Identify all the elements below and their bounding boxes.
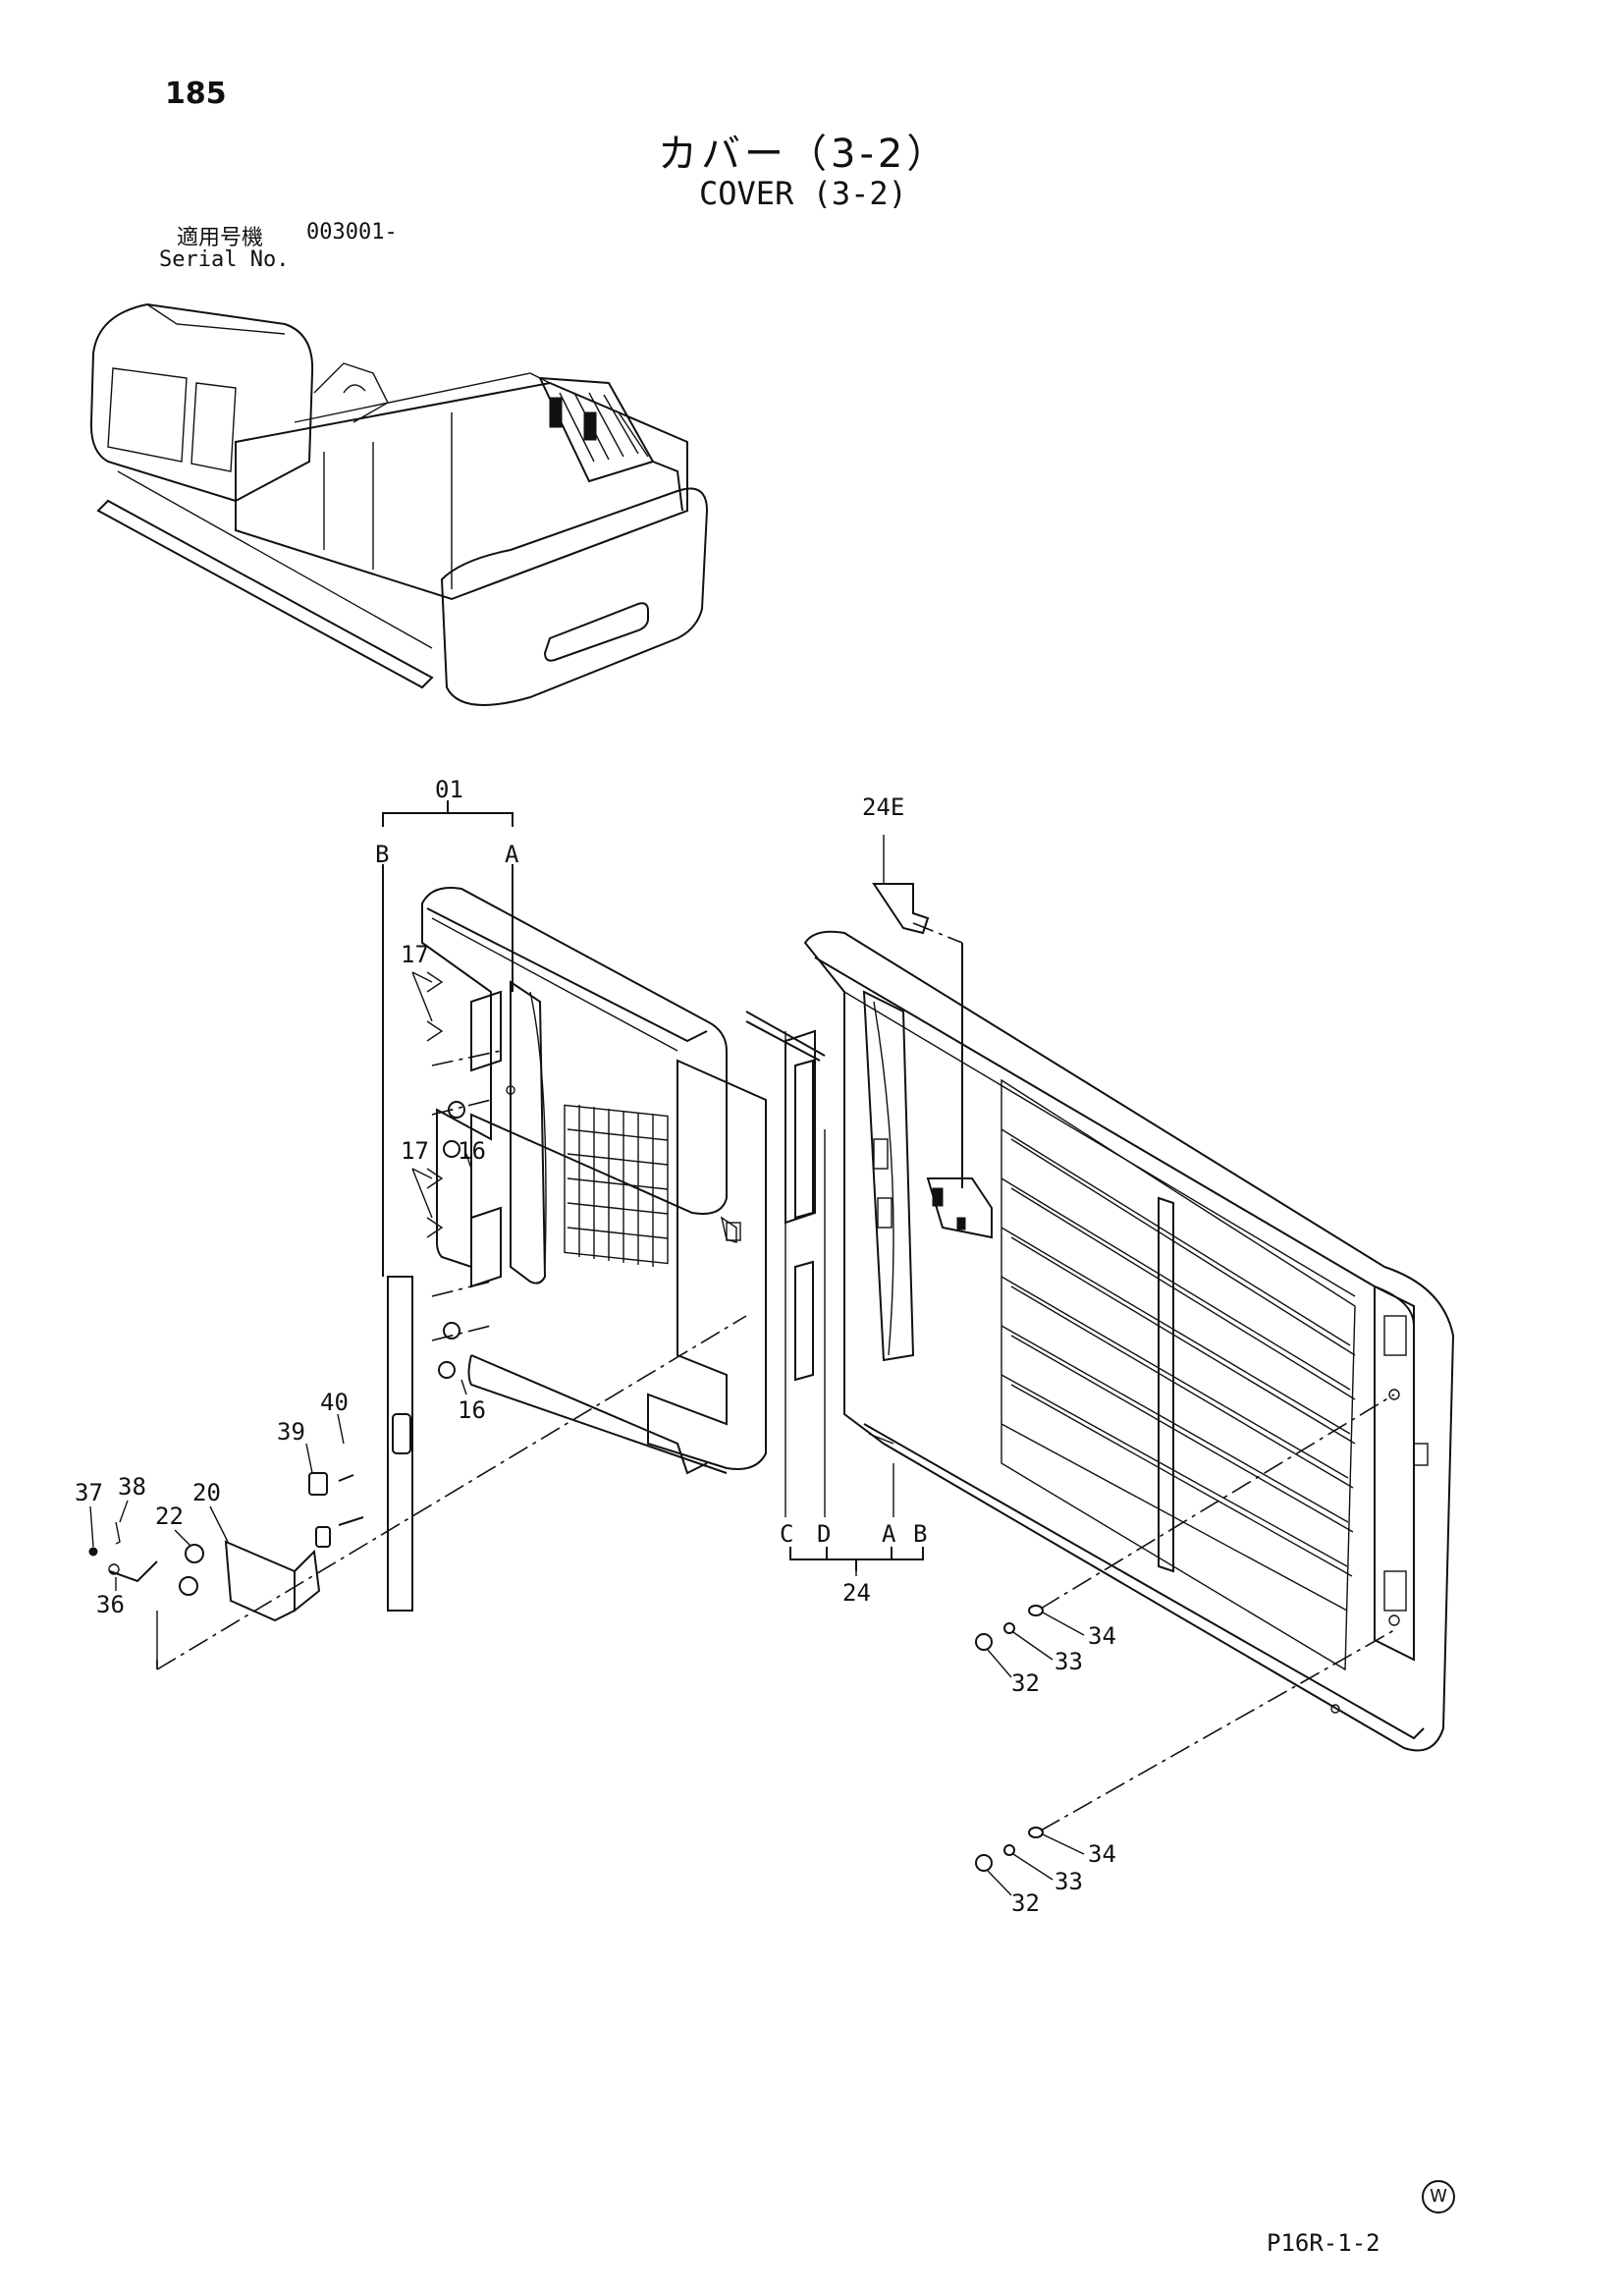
serial-label-english: Serial No. <box>159 247 290 272</box>
excavator-overview-illustration <box>89 302 709 706</box>
callout-A-left: A <box>505 841 519 868</box>
callout-B-left: B <box>375 841 389 868</box>
nut-washer-set-lower <box>975 1629 1395 1872</box>
callout-33-upper: 33 <box>1055 1648 1083 1675</box>
callout-39: 39 <box>277 1418 305 1446</box>
callout-34-upper: 34 <box>1088 1622 1116 1650</box>
cover-panel-assembly-01 <box>382 800 767 1475</box>
nut-washer-set-upper <box>975 1394 1395 1651</box>
serial-label-japanese: 適用号機 <box>177 226 264 250</box>
callout-34-lower: 34 <box>1088 1840 1116 1868</box>
title-english: COVER (3-2) <box>699 175 907 212</box>
page-number: 185 <box>165 77 227 111</box>
callout-01: 01 <box>435 776 463 803</box>
callout-24: 24 <box>842 1579 871 1607</box>
callout-17-lower: 17 <box>401 1137 429 1165</box>
callout-36: 36 <box>96 1591 125 1618</box>
callout-A-right: A <box>882 1520 896 1548</box>
callout-16-upper: 16 <box>458 1137 486 1165</box>
latch-assembly <box>88 1315 747 1670</box>
callout-32-lower: 32 <box>1011 1889 1040 1917</box>
bracket-24 <box>789 1547 924 1571</box>
callout-24E: 24E <box>862 793 904 821</box>
callout-20: 20 <box>192 1479 221 1506</box>
serial-number-value: 003001- <box>306 220 398 245</box>
w-mark-symbol: W <box>1422 2180 1455 2214</box>
callout-17-upper: 17 <box>401 941 429 968</box>
callout-33-lower: 33 <box>1055 1868 1083 1895</box>
callout-D: D <box>817 1520 831 1548</box>
callout-B-right: B <box>913 1520 927 1548</box>
callout-40: 40 <box>320 1389 349 1416</box>
callout-labels: 01 B A 17 16 17 16 40 39 37 38 22 20 36 … <box>75 776 1116 1917</box>
callout-C: C <box>780 1520 793 1548</box>
seal-strip <box>387 1020 821 1612</box>
callout-16-lower: 16 <box>458 1396 486 1424</box>
reference-code: P16R-1-2 <box>1267 2229 1380 2257</box>
callout-32-upper: 32 <box>1011 1669 1040 1697</box>
title-japanese: カバー（3-2） <box>658 132 950 177</box>
fasteners-16-17 <box>411 971 502 1395</box>
grille-door-assembly-24 <box>745 835 1455 1752</box>
callout-22: 22 <box>155 1503 184 1530</box>
callout-38: 38 <box>118 1473 146 1501</box>
callout-leaders <box>89 1413 1085 1896</box>
callout-37: 37 <box>75 1479 103 1506</box>
